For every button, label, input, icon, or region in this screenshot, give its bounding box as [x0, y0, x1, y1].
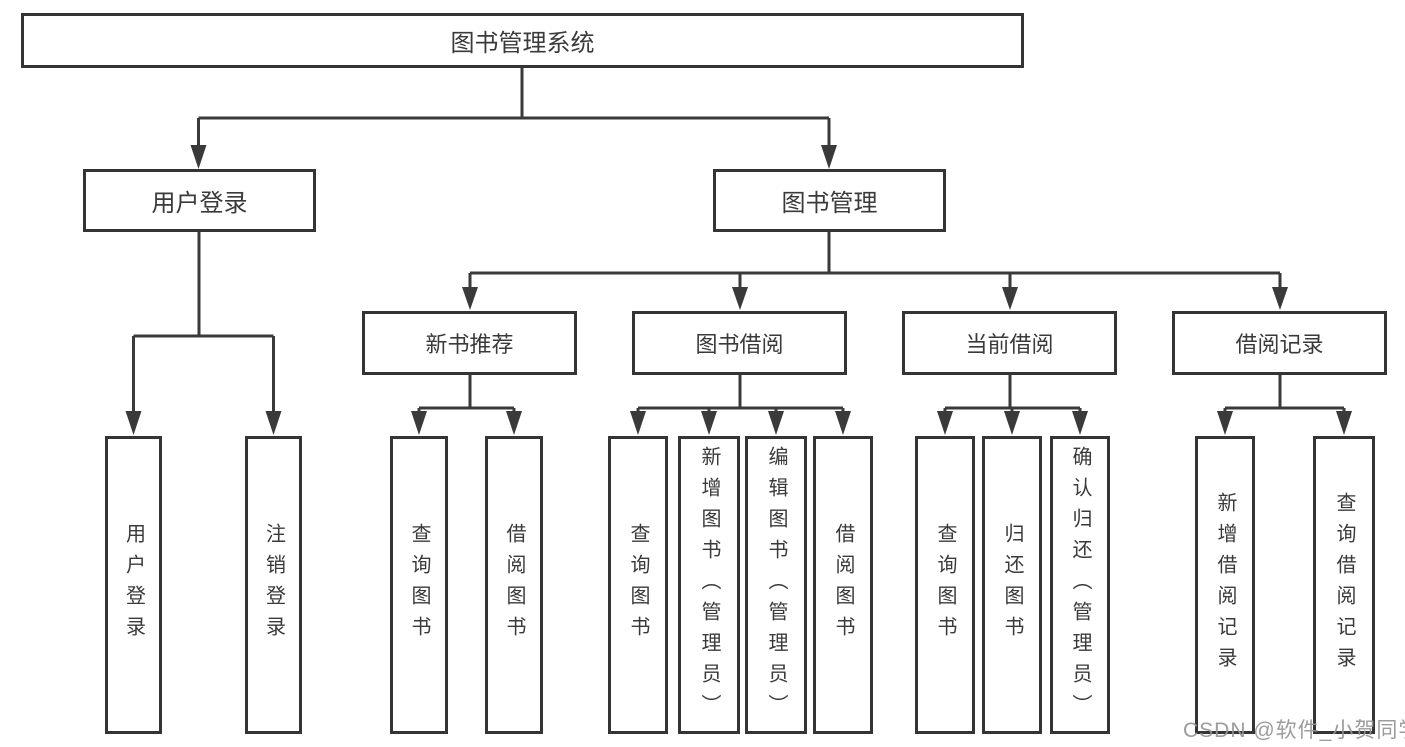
leaf-borrow-books-recommend: 借阅图书 [485, 436, 543, 734]
node-book-management: 图书管理 [713, 169, 946, 232]
node-user-login: 用户登录 [83, 169, 316, 232]
leaf-query-books-borrowing: 查询图书 [608, 436, 668, 734]
leaf-edit-books-admin: 编辑图书（管理员） [745, 436, 807, 734]
node-library-management-system: 图书管理系统 [21, 13, 1024, 68]
leaf-confirm-return-admin: 确认归还（管理员） [1050, 436, 1110, 734]
leaf-add-books-admin: 新增图书（管理员） [678, 436, 740, 734]
leaf-user-login: 用户登录 [105, 436, 162, 734]
node-new-book-recommendation: 新书推荐 [362, 311, 577, 375]
node-borrowing-records: 借阅记录 [1172, 311, 1387, 375]
leaf-query-books-current: 查询图书 [915, 436, 975, 734]
node-current-borrowing: 当前借阅 [902, 311, 1117, 375]
leaf-borrow-books-borrowing: 借阅图书 [813, 436, 873, 734]
leaf-query-books-recommend: 查询图书 [390, 436, 448, 734]
leaf-add-borrow-record: 新增借阅记录 [1195, 436, 1255, 734]
leaf-query-borrow-record: 查询借阅记录 [1313, 436, 1375, 734]
leaf-return-books: 归还图书 [982, 436, 1042, 734]
leaf-logout: 注销登录 [245, 436, 302, 734]
csdn-watermark: CSDN @软件_小贺同学 [1183, 719, 1405, 742]
node-book-borrowing: 图书借阅 [632, 311, 847, 375]
